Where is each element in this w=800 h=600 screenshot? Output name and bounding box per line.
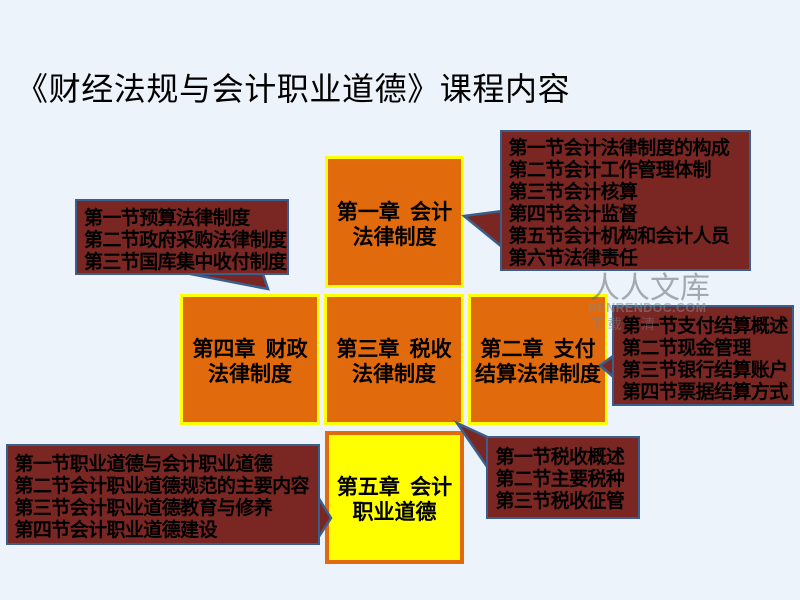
section-line: 第三节税收征管 <box>495 491 625 512</box>
chapter3-sections-callout: 第一节税收概述 第二节主要税种 第三节税收征管 <box>486 436 640 519</box>
chapter1-label-line1: 第一章 会计 <box>336 199 453 224</box>
section-line: 第三节会计核算 <box>508 182 638 203</box>
section-line: 第四节会计监督 <box>508 204 638 225</box>
section-line: 第五节会计机构和会计人员 <box>508 226 730 247</box>
section-line: 第一节支付结算概述 <box>622 316 788 337</box>
chapter1-label-line2: 法律制度 <box>352 224 437 249</box>
chapter1-box: 第一章 会计 法律制度 <box>325 156 464 288</box>
chapter4-label-line1: 第四章 财政 <box>192 337 308 361</box>
chapter3-label-line1: 第三章 税收 <box>336 337 452 361</box>
chapter5-sections-callout: 第一节职业道德与会计职业道德 第二节会计职业道德规范的主要内容 第三节会计职业道… <box>6 444 320 545</box>
section-line: 第三节国库集中收付制度 <box>84 252 287 273</box>
section-line: 第三节会计职业道德教育与修养 <box>14 498 273 519</box>
chapter4-box: 第四章 财政 法律制度 <box>180 294 320 425</box>
section-line: 第二节会计工作管理体制 <box>508 160 712 181</box>
section-line: 第一节会计法律制度的构成 <box>508 138 730 159</box>
section-line: 第二节政府采购法律制度 <box>84 230 287 251</box>
section-line: 第二节现金管理 <box>622 338 751 359</box>
chapter5-label-line2: 职业道德 <box>352 500 437 524</box>
section-line: 第四节会计职业道德建设 <box>14 520 218 541</box>
chapter2-box: 第二章 支付 结算法律制度 <box>468 294 608 425</box>
section-line: 第一节预算法律制度 <box>84 208 250 229</box>
chapter2-label-line2: 结算法律制度 <box>475 362 601 386</box>
section-line: 第一节税收概述 <box>495 447 625 468</box>
chapter2-label-line1: 第二章 支付 <box>480 337 596 361</box>
section-line: 第四节票据结算方式 <box>622 382 788 403</box>
tail-ch1 <box>460 209 504 250</box>
chapter2-sections-callout: 第一节支付结算概述 第二节现金管理 第三节银行结算账户 第四节票据结算方式 <box>612 305 794 406</box>
chapter1-sections-callout: 第一节会计法律制度的构成 第二节会计工作管理体制 第三节会计核算 第四节会计监督… <box>500 130 751 271</box>
section-line: 第二节会计职业道德规范的主要内容 <box>14 476 310 497</box>
section-line: 第六节法律责任 <box>508 248 638 269</box>
chapter3-box: 第三章 税收 法律制度 <box>324 294 464 425</box>
chapter3-label-line2: 法律制度 <box>352 362 436 386</box>
chapter4-sections-callout: 第一节预算法律制度 第二节政府采购法律制度 第三节国库集中收付制度 <box>75 199 289 275</box>
slide-title: 《财经法规与会计职业道德》课程内容 <box>16 70 571 107</box>
chapter5-box: 第五章 会计 职业道德 <box>325 431 464 564</box>
section-line: 第一节职业道德与会计职业道德 <box>14 454 273 475</box>
chapter4-label-line2: 法律制度 <box>208 362 292 386</box>
section-line: 第二节主要税种 <box>495 469 625 490</box>
chapter5-label-line1: 第五章 会计 <box>336 475 453 499</box>
section-line: 第三节银行结算账户 <box>622 360 788 381</box>
